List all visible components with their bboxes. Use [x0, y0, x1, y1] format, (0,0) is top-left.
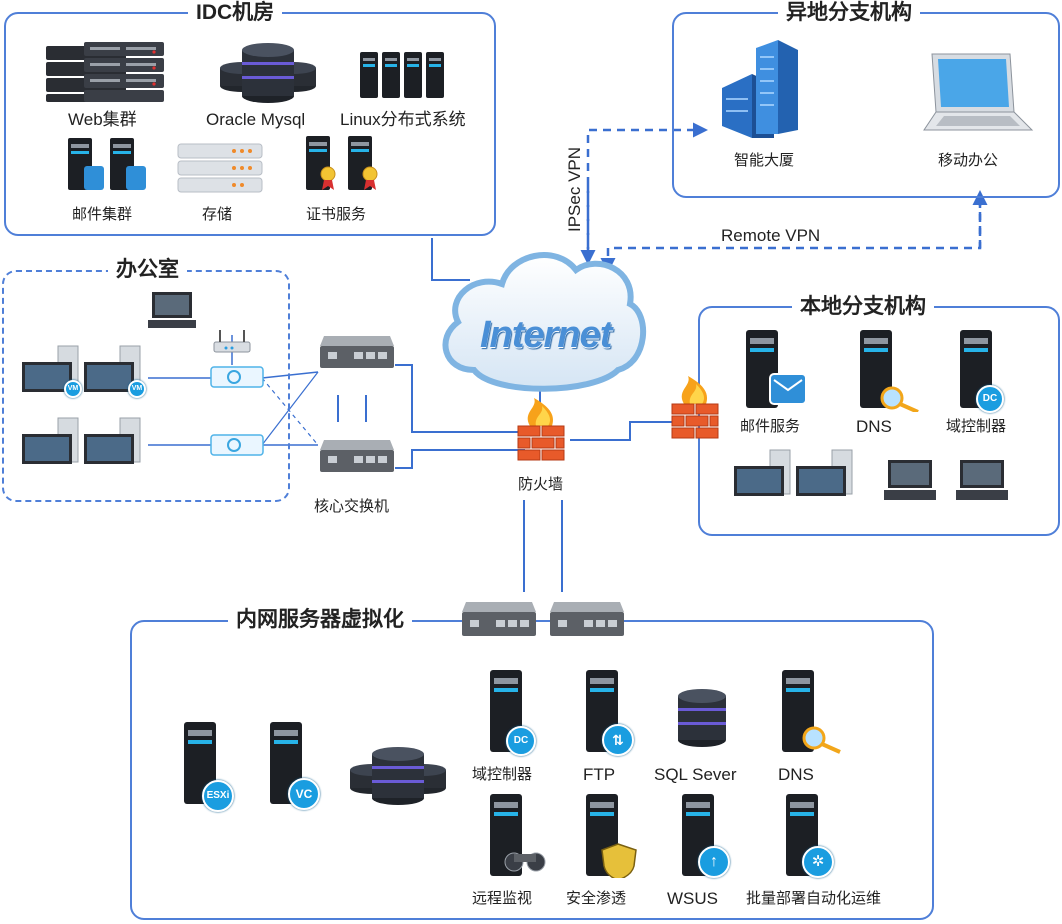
intranet-dc-label: 域控制器 — [472, 766, 533, 783]
intranet-title: 内网服务器虚拟化 — [228, 608, 412, 632]
domain-controller-label: 域控制器 — [946, 418, 1007, 435]
access-switch-icon-2 — [210, 434, 264, 456]
firewall-icon — [517, 398, 565, 461]
ftp-label: FTP — [583, 765, 616, 784]
storage-icon — [177, 143, 263, 193]
vc-badge: VC — [288, 778, 320, 810]
security-pentest-label: 安全渗透 — [566, 890, 627, 907]
linux-dist-label: Linux分布式系统 — [340, 110, 466, 129]
local-branch-title: 本地分支机构 — [792, 295, 934, 319]
cert-servers-icon — [306, 136, 378, 190]
sql-server-icon — [678, 689, 726, 747]
access-switch-icon — [210, 366, 264, 388]
web-cluster-label: Web集群 — [68, 110, 137, 129]
cert-service-label: 证书服务 — [306, 206, 367, 223]
sql-server-label: SQL Sever — [654, 765, 737, 784]
desktop-vm-icon — [22, 345, 141, 392]
storage-label: 存储 — [202, 206, 233, 223]
vm-badge: VM — [64, 380, 82, 398]
pentest-server-icon — [586, 794, 637, 878]
batch-deploy-label: 批量部署自动化运维 — [746, 890, 882, 907]
smart-building-label: 智能大厦 — [734, 152, 795, 169]
intranet-switch-icon — [462, 602, 536, 636]
web-cluster-icon — [46, 42, 164, 102]
remote-monitor-label: 远程监视 — [472, 890, 533, 907]
ftp-transfer-icon: ⇅ — [602, 724, 634, 756]
deploy-gear-icon: ✲ — [802, 846, 834, 878]
monitor-server-icon — [490, 794, 546, 876]
office-title: 办公室 — [108, 258, 187, 282]
building-icon — [722, 40, 798, 138]
laptop-icon — [923, 53, 1034, 131]
linux-servers-icon — [360, 52, 444, 98]
mail-server-icon — [746, 330, 807, 408]
remote-branch-title: 异地分支机构 — [778, 1, 920, 25]
storage-cluster-icon — [350, 747, 446, 805]
wifi-router-icon — [213, 330, 251, 353]
remote-vpn-label: Remote VPN — [721, 226, 821, 245]
intranet-dc-badge: DC — [506, 726, 536, 756]
branch-laptop-icon-2 — [956, 460, 1008, 500]
branch-desktops-icon — [734, 449, 853, 496]
branch-firewall-icon — [671, 376, 719, 439]
mail-service-label: 邮件服务 — [740, 418, 801, 435]
mail-cluster-label: 邮件集群 — [72, 206, 133, 223]
esxi-badge: ESXi — [202, 780, 234, 812]
dc-badge: DC — [976, 385, 1004, 413]
ipsec-vpn-label: IPSec VPN — [565, 146, 584, 232]
intranet-dns-label: DNS — [778, 765, 814, 784]
internet-label: Internet — [480, 314, 612, 356]
internet-cloud-icon — [442, 252, 647, 392]
core-switch-label: 核心交换机 — [314, 498, 390, 515]
firewall-label: 防火墙 — [518, 476, 564, 493]
idc-title: IDC机房 — [188, 1, 283, 25]
oracle-mysql-label: Oracle Mysql — [206, 110, 306, 129]
database-icon — [220, 43, 316, 103]
branch-laptop-icon — [884, 460, 936, 500]
office-laptop-icon — [148, 292, 196, 328]
wsus-label: WSUS — [667, 889, 718, 908]
intranet-switch-icon-2 — [550, 602, 624, 636]
dns-label: DNS — [856, 417, 892, 436]
vm-badge-2: VM — [128, 380, 146, 398]
intranet-dns-server-icon — [782, 670, 841, 754]
mail-cluster-icon — [68, 138, 146, 190]
wsus-update-icon: ↑ — [698, 846, 730, 878]
core-switch-icon-2 — [320, 440, 394, 472]
desktop-icon — [22, 417, 141, 464]
core-switch-icon — [320, 336, 394, 368]
mobile-office-label: 移动办公 — [938, 152, 999, 169]
dns-server-icon — [860, 330, 919, 412]
